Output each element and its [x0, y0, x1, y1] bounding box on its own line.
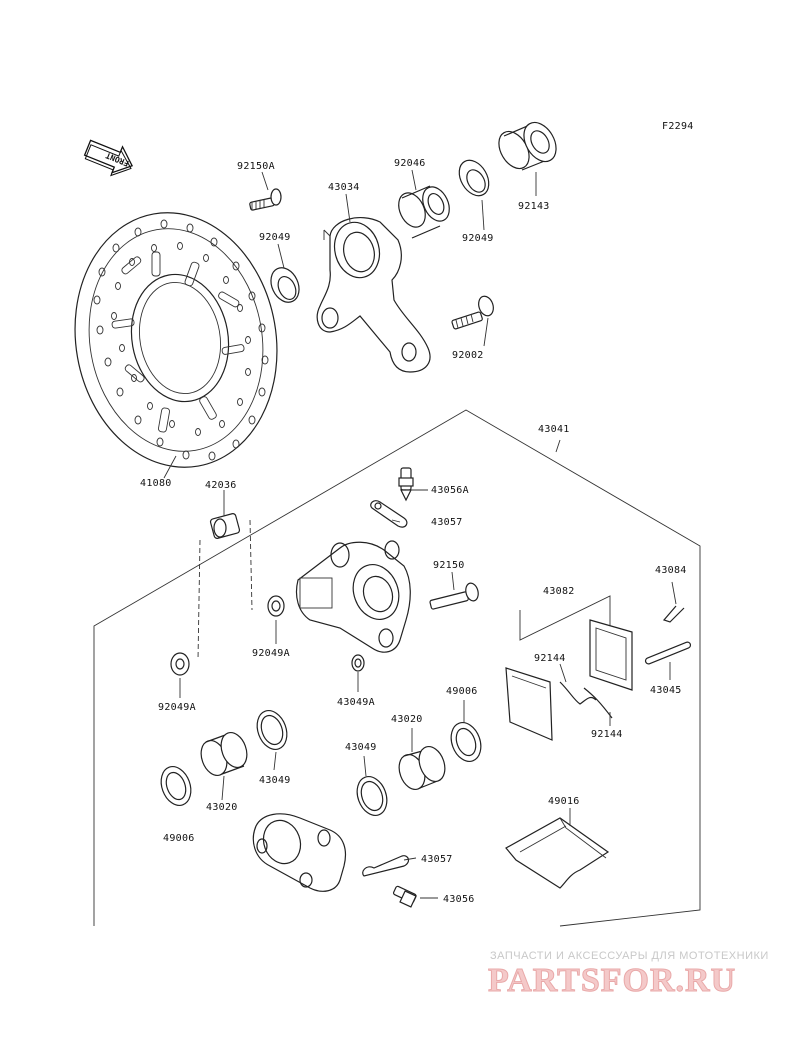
label-43057-lower: 43057 — [421, 854, 453, 865]
label-92150a: 92150A — [237, 161, 275, 172]
label-92143: 92143 — [518, 201, 550, 212]
label-43084: 43084 — [655, 565, 687, 576]
label-92046: 92046 — [394, 158, 426, 169]
caliper-bracket — [316, 217, 431, 373]
label-92049a-upper: 92049A — [252, 648, 290, 659]
part-labels: 92150A 92046 43034 92143 92049 92049 920… — [140, 158, 687, 905]
dust-seal-49006-left — [160, 766, 192, 806]
seal-92049-left — [270, 267, 300, 303]
pad-spring-right — [583, 687, 613, 719]
figure-code: F2294 — [662, 121, 694, 132]
watermark-tagline: ЗАПЧАСТИ И АКСЕССУАРЫ ДЛЯ МОТОТЕХНИКИ — [490, 950, 769, 962]
label-43049-right: 43049 — [345, 742, 377, 753]
label-43045: 43045 — [650, 685, 682, 696]
label-49016: 49016 — [548, 796, 580, 807]
sleeve-42036 — [197, 513, 253, 661]
label-49006-right: 49006 — [446, 686, 478, 697]
label-92002: 92002 — [452, 350, 484, 361]
label-92150: 92150 — [433, 560, 465, 571]
caliper-bolt-92150 — [429, 582, 479, 610]
piston-43020-left — [200, 731, 248, 777]
pad-set — [505, 595, 633, 741]
label-43034: 43034 — [328, 182, 360, 193]
dust-seal-49006-right — [450, 722, 482, 762]
pad-spring-left — [559, 681, 597, 705]
label-42036: 42036 — [205, 480, 237, 491]
seal-92049a-lower — [170, 652, 190, 676]
seal-43049a — [351, 654, 365, 672]
label-43020-right: 43020 — [391, 714, 423, 725]
front-arrow-icon: FRONT — [83, 139, 134, 177]
seal-92049a-upper — [267, 595, 285, 617]
bleeder-43056-lower — [392, 885, 417, 908]
label-43049a: 43049A — [337, 697, 375, 708]
label-43056: 43056 — [443, 894, 475, 905]
caliper-body-lower — [252, 813, 347, 892]
watermark-logo: PARTSFOR.RU — [487, 962, 737, 1000]
bleed-cap-43057-lower — [362, 855, 410, 877]
piston-seal-43049-left — [256, 710, 288, 750]
label-92049-right: 92049 — [462, 233, 494, 244]
label-92144-left: 92144 — [534, 653, 566, 664]
bolt-92150a — [249, 188, 282, 211]
brake-disc — [74, 212, 278, 468]
bleed-cap-43057 — [370, 500, 408, 528]
label-41080: 41080 — [140, 478, 172, 489]
collar-92143 — [498, 121, 557, 171]
caliper-body-upper — [295, 540, 411, 653]
seal-92049-right — [458, 159, 490, 197]
label-92144-right: 92144 — [591, 729, 623, 740]
label-43057: 43057 — [431, 517, 463, 528]
leader-lines — [163, 169, 677, 899]
pin-43045 — [644, 641, 692, 665]
label-43020-left: 43020 — [206, 802, 238, 813]
label-49006-left: 49006 — [163, 833, 195, 844]
piston-43020-right — [398, 745, 446, 791]
spring-pin-43084 — [662, 605, 685, 623]
bearing-92046 — [398, 185, 450, 239]
bolt-92002 — [451, 295, 494, 330]
label-43041: 43041 — [538, 424, 570, 435]
bleeder-43056a — [398, 467, 414, 502]
label-43082: 43082 — [543, 586, 575, 597]
label-43049-left: 43049 — [259, 775, 291, 786]
caliper-assembly-box — [93, 409, 701, 927]
label-92049a-lower: 92049A — [158, 702, 196, 713]
pad-shim-49016 — [505, 817, 610, 889]
label-92049-left: 92049 — [259, 232, 291, 243]
piston-seal-43049-right — [356, 776, 388, 816]
label-43056a: 43056A — [431, 485, 469, 496]
